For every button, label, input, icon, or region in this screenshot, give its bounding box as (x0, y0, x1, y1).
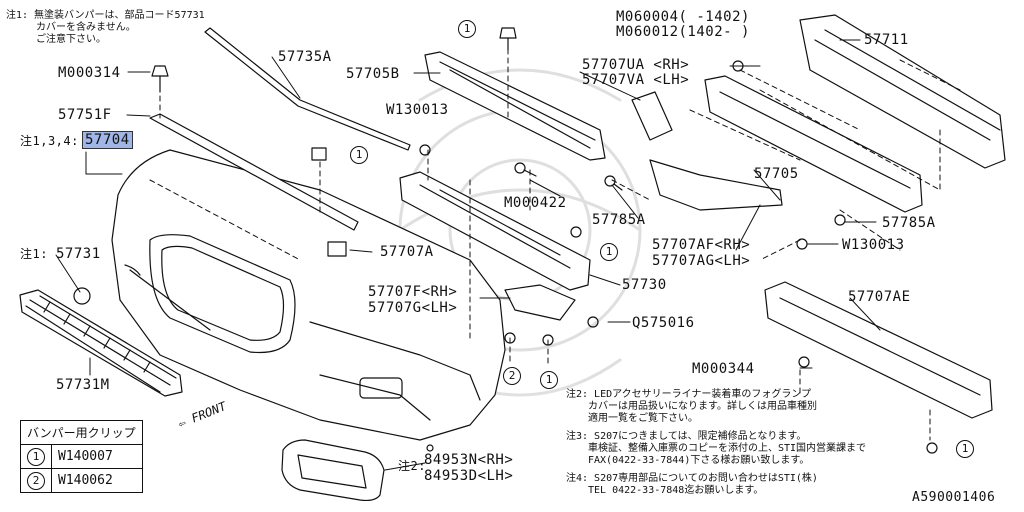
bracket-57707a (327, 241, 347, 257)
lower-beam-57730 (399, 171, 591, 291)
absorber-57711 (799, 14, 1006, 169)
label-m060012[interactable]: M060012(1402- ) (616, 24, 750, 40)
bracket-57707af (649, 159, 783, 211)
callout-clip-1-lower: 1 (540, 371, 558, 389)
label-57705[interactable]: 57705 (754, 166, 799, 182)
callout-clip-1-mid: 1 (350, 146, 368, 164)
note-1-line-2: カバーを含みません。 (36, 22, 136, 33)
label-57707a[interactable]: 57707A (380, 244, 434, 260)
lower-absorber-57707ae (764, 281, 993, 419)
label-57785a-center[interactable]: 57785A (592, 212, 646, 228)
label-57751f[interactable]: 57751F (58, 107, 112, 123)
callout-clip-2: 2 (503, 367, 521, 385)
clip-table-row: 1 W140007 (20, 444, 143, 469)
label-m000422[interactable]: M000422 (504, 195, 567, 211)
label-57707va[interactable]: 57707VA <LH> (582, 72, 690, 88)
note-1-line-1: 注1: 無塗装バンパーは、部品コード57731 (6, 10, 205, 21)
note-3-line-1: 注3: S207につきましては、限定補修品となります。 (566, 431, 807, 442)
label-57707ae[interactable]: 57707AE (848, 289, 911, 305)
callout-clip-1-right: 1 (956, 440, 974, 458)
upper-beam-57705b (424, 51, 606, 161)
note-1: 注1: 無塗装バンパーは、部品コード57731 カバーを含みません。 ご注意下さ… (6, 10, 205, 46)
bumper-face-57704 (73, 149, 506, 441)
label-57707ag[interactable]: 57707AG<LH> (652, 253, 751, 269)
label-57704[interactable]: 57704 (82, 131, 133, 149)
clip-part-number[interactable]: W140007 (51, 444, 143, 469)
clip-table-row: 2 W140062 (20, 468, 143, 493)
note-ref-57731: 注1: (20, 247, 48, 261)
label-57730[interactable]: 57730 (622, 277, 667, 293)
note-2-line-1: 注2: LEDアクセサリーライナー装着車のフォグランプ (566, 389, 812, 400)
note-4-line-1: 注4: S207専用部品についてのお問い合わせはSTI(株) (566, 473, 818, 484)
note-3: 注3: S207につきましては、限定補修品となります。 車検証、整備入庫票のコピ… (566, 431, 866, 467)
label-w130013-lower[interactable]: W130013 (842, 237, 905, 253)
assembly-lines (149, 39, 961, 441)
strip-57751f (149, 113, 359, 231)
label-57731[interactable]: 57731 (56, 246, 101, 262)
label-57707af[interactable]: 57707AF<RH> (652, 237, 751, 253)
note-3-line-3: FAX(0422-33-7844)下さる様お願い致します。 (588, 455, 810, 466)
label-q575016[interactable]: Q575016 (632, 315, 695, 331)
label-84953d[interactable]: 84953D<LH> (424, 468, 514, 484)
note-3-line-2: 車検証、整備入庫票のコピーを添付の上、STI国内営業課まで (588, 443, 867, 454)
label-w130013-upper[interactable]: W130013 (386, 102, 449, 118)
label-m000314[interactable]: M000314 (58, 65, 121, 81)
label-57735a[interactable]: 57735A (278, 49, 332, 65)
label-57705b[interactable]: 57705B (346, 66, 400, 82)
clip-part-number[interactable]: W140062 (51, 468, 143, 493)
clip-ref-cell: 1 (20, 444, 52, 469)
note-2-line-3: 適用一覧をご覧下さい。 (588, 413, 698, 424)
note-1-line-3: ご注意下さい。 (36, 34, 106, 45)
bracket-57707f (504, 284, 576, 321)
label-m060004[interactable]: M060004( -1402) (616, 9, 750, 25)
callout-clip-1-center: 1 (600, 243, 618, 261)
diagram-code: A590001406 (912, 490, 996, 505)
label-57731m[interactable]: 57731M (56, 377, 110, 393)
note-4-line-2: TEL 0422-33-7848迄お願いします。 (588, 485, 764, 496)
label-57707g[interactable]: 57707G<LH> (368, 300, 458, 316)
label-m000344[interactable]: M000344 (692, 361, 755, 377)
strip-57735a (204, 27, 411, 151)
note-ref-57704: 注1,3,4: (20, 134, 79, 148)
clip-ref-cell: 2 (20, 468, 52, 493)
fasteners (151, 27, 938, 454)
note-4: 注4: S207専用部品についてのお問い合わせはSTI(株) TEL 0422-… (566, 473, 818, 497)
callout-clip-1-top: 1 (458, 20, 476, 38)
clip-legend-table: バンパー用クリップ 1 W140007 2 W140062 (20, 420, 143, 493)
note-ref-84953: 注2: (398, 459, 426, 473)
note-2-line-2: カバーは用品扱いになります。詳しくは用品車種別 (588, 401, 817, 412)
label-84953n[interactable]: 84953N<RH> (424, 452, 514, 468)
label-57711[interactable]: 57711 (864, 32, 909, 48)
leader-lines (55, 39, 881, 471)
clip-ref: 2 (27, 471, 45, 490)
grille-mesh-57731m (19, 289, 183, 397)
clip-table-header-row: バンパー用クリップ (20, 420, 143, 445)
label-57704-text: 57704 (82, 131, 133, 149)
bracket-57707ua (631, 91, 673, 141)
fog-lamp-cover-84953 (281, 439, 385, 502)
label-57785a-right[interactable]: 57785A (882, 215, 936, 231)
note-2: 注2: LEDアクセサリーライナー装着車のフォグランプ カバーは用品扱いになりま… (566, 389, 817, 425)
reinforcement-57705 (704, 75, 923, 213)
clip-table-header: バンパー用クリップ (20, 420, 143, 445)
label-57707ua[interactable]: 57707UA <RH> (582, 57, 690, 73)
clip-ref: 1 (27, 447, 45, 466)
label-57707f[interactable]: 57707F<RH> (368, 284, 458, 300)
